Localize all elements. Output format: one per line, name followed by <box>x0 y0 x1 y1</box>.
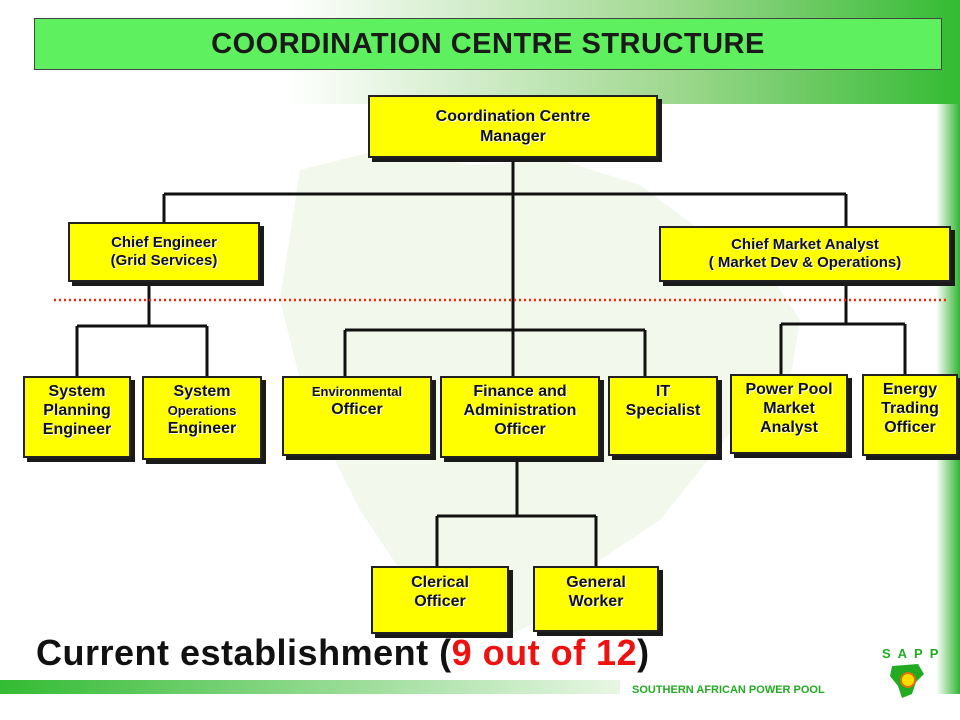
box-line: Officer <box>884 419 936 437</box>
box-line: Environmental <box>311 384 403 399</box>
box-line: General <box>566 574 626 591</box>
current-establishment-caption: Current establishment (9 out of 12) <box>36 632 650 674</box>
establishment-count: 9 out of 12 <box>451 632 638 673</box>
system-planning-engineer-box: System Planning Engineer <box>23 376 131 458</box>
box-line: Officer <box>331 400 383 418</box>
box-line: System <box>173 383 231 400</box>
it-specialist-box: IT Specialist <box>608 376 718 456</box>
environmental-officer-box: Environmental Officer <box>282 376 432 456</box>
box-line: Energy <box>882 381 938 398</box>
box-line: Worker <box>568 593 624 611</box>
box-line: Market <box>763 400 815 418</box>
chief-market-analyst-box: Chief Market Analyst ( Market Dev & Oper… <box>659 226 951 282</box>
chief-engineer-box: Chief Engineer (Grid Services) <box>68 222 260 282</box>
box-line: Clerical <box>411 574 469 591</box>
box-line: Officer <box>414 593 466 611</box>
system-operations-engineer-box: System Operations Engineer <box>142 376 262 460</box>
sapp-letters: SAPP <box>882 646 946 661</box>
general-worker-box: General Worker <box>533 566 659 632</box>
box-line: Analyst <box>760 419 818 437</box>
box-line: Trading <box>881 400 939 418</box>
box-line: Chief Engineer <box>111 234 217 251</box>
clerical-officer-box: Clerical Officer <box>371 566 509 634</box>
box-line: System <box>48 383 106 400</box>
box-line: Administration <box>463 402 577 420</box>
box-line: Finance and <box>473 383 567 400</box>
box-line: Manager <box>480 127 546 145</box>
box-line: Coordination Centre <box>435 108 591 126</box>
caption-prefix: Current establishment ( <box>36 632 452 673</box>
box-line: Planning <box>43 402 111 420</box>
box-line: Engineer <box>42 421 112 439</box>
sapp-logo-icon <box>890 664 924 698</box>
bottom-gradient-band <box>0 680 620 694</box>
power-pool-market-analyst-box: Power Pool Market Analyst <box>730 374 848 454</box>
coordination-centre-manager-box: Coordination Centre Manager <box>368 95 658 158</box>
box-line: Engineer <box>167 419 237 437</box>
box-line: Power Pool <box>745 381 833 398</box>
caption-suffix: ) <box>637 632 650 673</box>
finance-administration-officer-box: Finance and Administration Officer <box>440 376 600 458</box>
page-title: COORDINATION CENTRE STRUCTURE <box>34 18 942 70</box>
box-line: Chief Market Analyst <box>731 236 879 253</box>
box-line: Operations <box>167 403 237 419</box>
energy-trading-officer-box: Energy Trading Officer <box>862 374 958 456</box>
organisation-name: SOUTHERN AFRICAN POWER POOL <box>632 684 825 696</box>
box-line: IT <box>655 383 671 400</box>
box-line: Specialist <box>625 402 701 420</box>
box-line: (Grid Services) <box>110 252 218 269</box>
box-line: Officer <box>494 421 546 439</box>
box-line: ( Market Dev & Operations) <box>708 254 902 271</box>
